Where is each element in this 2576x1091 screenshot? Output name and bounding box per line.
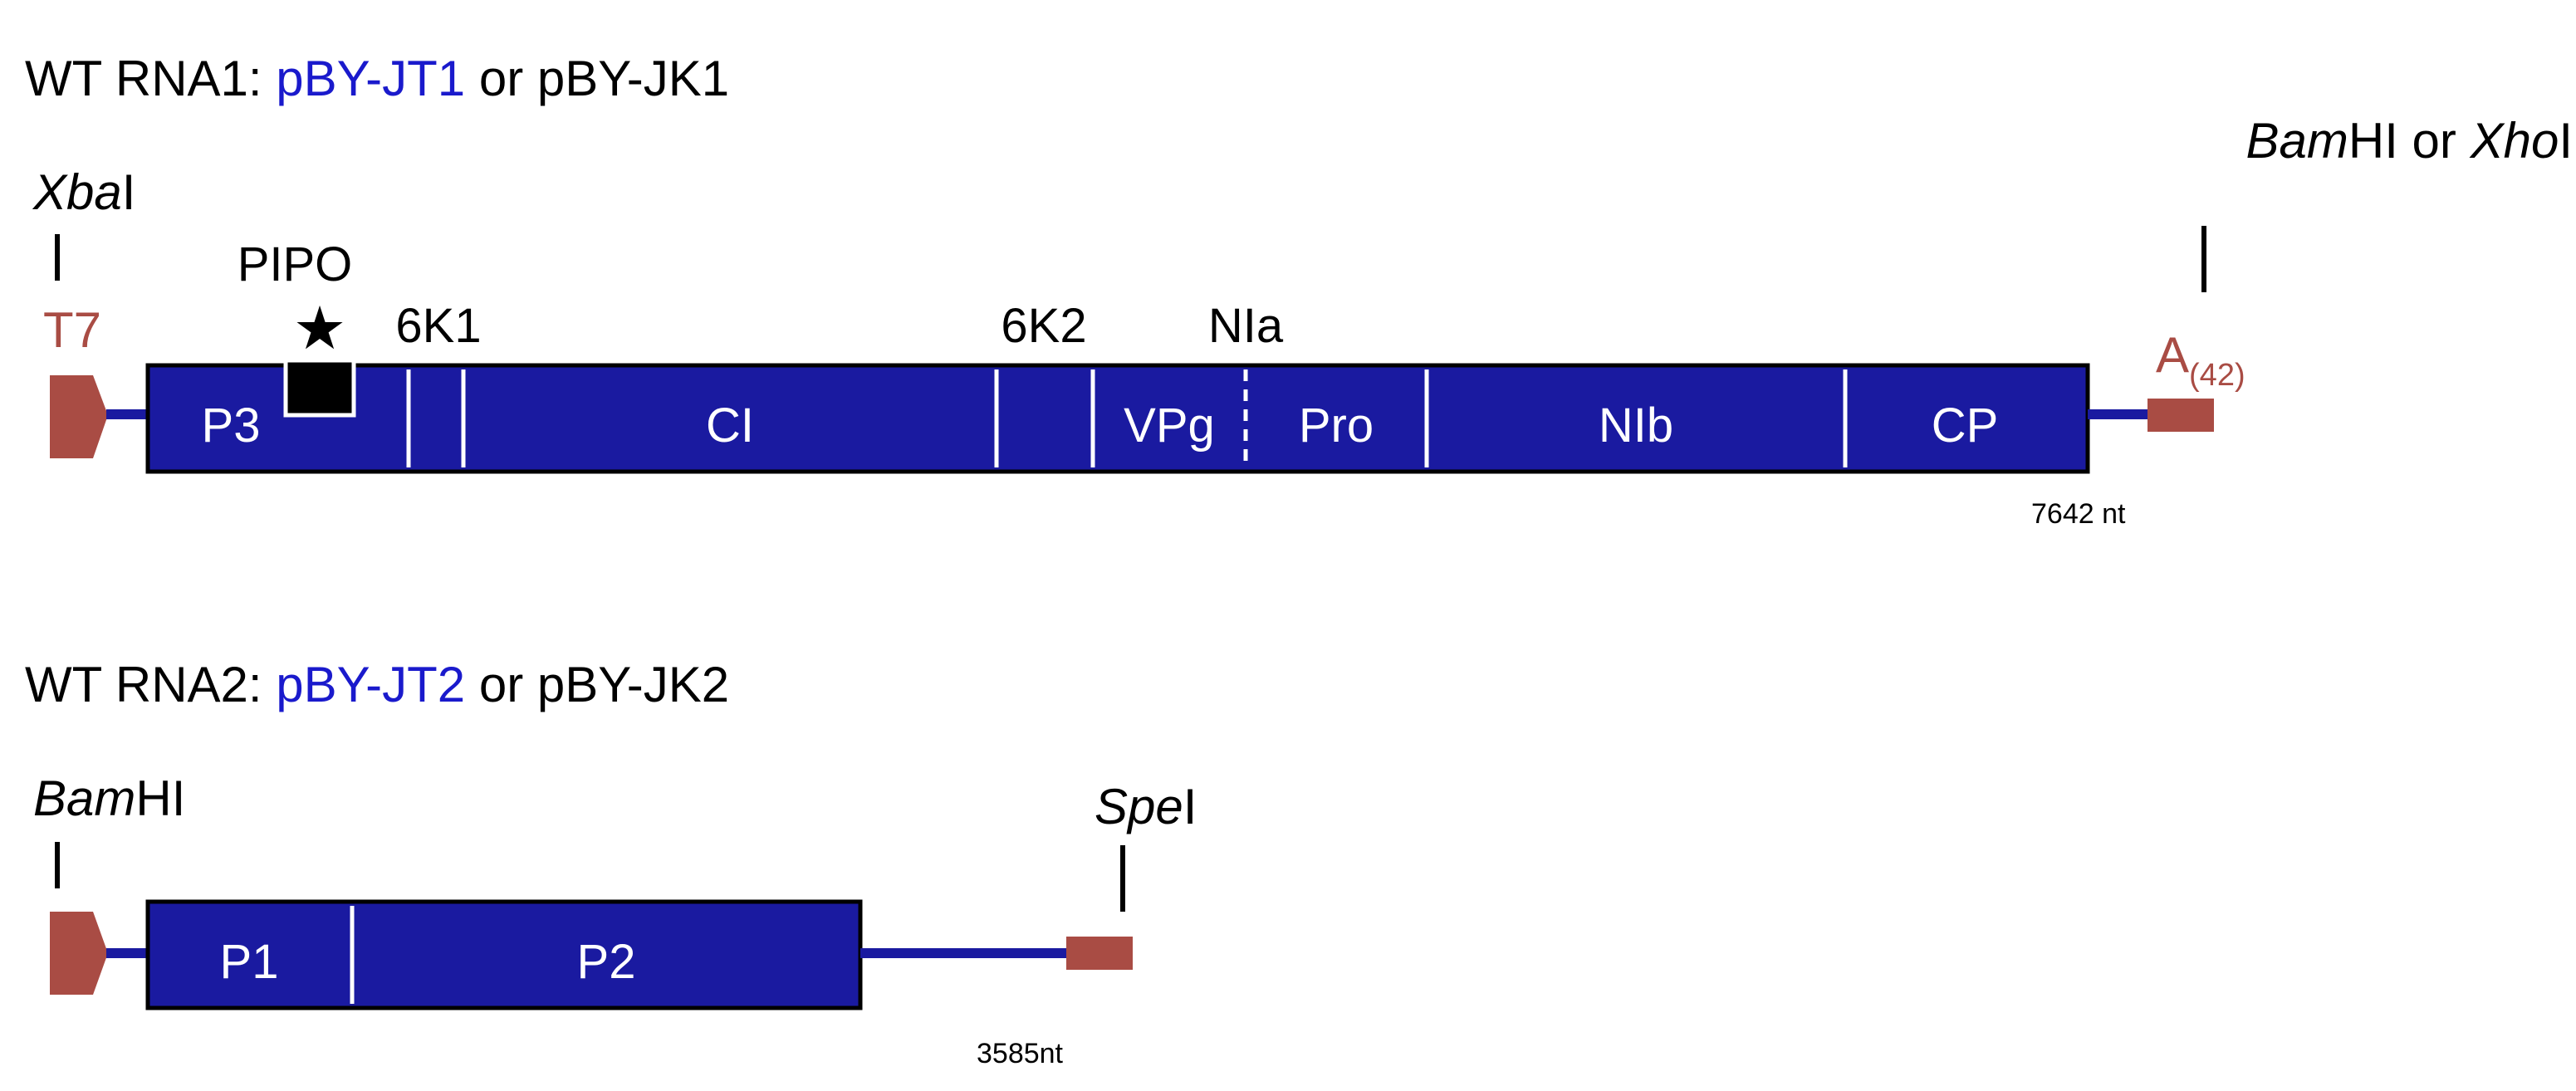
rna1-title-prefix: WT RNA1:	[25, 51, 276, 106]
rna1-promoter-label: T7	[43, 302, 101, 358]
rna1-title-clone: pBY-JT1	[276, 51, 465, 106]
rna1-polya-block	[2147, 399, 2214, 432]
rna1-5prime-line	[106, 409, 148, 419]
rna1-title-suffix: or pBY-JK1	[465, 51, 729, 106]
rna1-pipo-label: PIPO	[238, 237, 353, 291]
rna1-polya-label: A(42)	[2156, 327, 2245, 393]
rna1-t7-promoter-shape	[50, 375, 108, 458]
rna1-label-nia: NIa	[1208, 299, 1284, 353]
rna1-segment-ci: CI	[706, 399, 754, 453]
rna2-site-spei: SpeI	[1095, 779, 1197, 834]
rna2-segment-p2: P2	[577, 935, 636, 989]
rna1-label-6k1: 6K1	[395, 299, 481, 353]
rna2-title-clone: pBY-JT2	[276, 657, 465, 712]
rna1-segment-vpg: VPg	[1124, 399, 1215, 453]
rna1-label-6k2: 6K2	[1001, 299, 1086, 353]
rna2-segment-p1: P1	[220, 935, 279, 989]
rna1-site-xbai: XbaI	[32, 164, 135, 220]
rna2-end-block	[1066, 937, 1133, 970]
rna2-length: 3585nt	[977, 1038, 1064, 1069]
rna1-site-bamhi-xhoi: BamHI or XhoI	[2245, 113, 2573, 169]
rna1-segment-p3: P3	[202, 399, 261, 453]
rna2-promoter-shape	[50, 912, 108, 995]
rna1-segment-pro: Pro	[1299, 399, 1374, 453]
rna1-3prime-line	[2088, 409, 2147, 419]
rna1-segment-nib: NIb	[1599, 399, 1673, 453]
rna2-site-bamhi: BamHI	[33, 771, 185, 826]
rna1-segment-cp: CP	[1932, 399, 1999, 453]
rna2-title-suffix: or pBY-JK2	[465, 657, 729, 712]
rna1-title: WT RNA1: pBY-JT1 or pBY-JK1	[25, 51, 729, 106]
rna2-3prime-line	[860, 948, 1066, 958]
rna2-orf-box	[145, 899, 863, 1010]
rna2-title: WT RNA2: pBY-JT2 or pBY-JK2	[25, 657, 729, 712]
rna1-orf-box	[145, 363, 2090, 474]
rna1-length: 7642 nt	[2031, 498, 2126, 530]
rna2-5prime-line	[106, 948, 148, 958]
rna1-pipo-star-icon: ★	[293, 296, 347, 362]
rna2-title-prefix: WT RNA2:	[25, 657, 276, 712]
rna1-pipo-box	[283, 358, 356, 418]
